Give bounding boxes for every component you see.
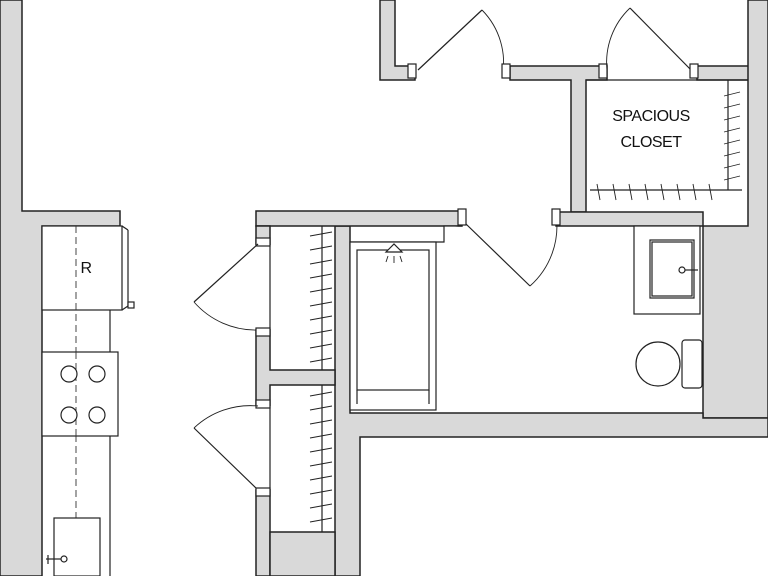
lower-linen-closet-door[interactable] xyxy=(193,399,271,497)
closet-label-line2: CLOSET xyxy=(620,134,682,151)
upper-linen-closet-door[interactable] xyxy=(193,237,271,337)
closet-label-line1: SPACIOUS xyxy=(612,108,690,125)
upper-right-wall xyxy=(696,0,768,419)
refrigerator-label: R xyxy=(80,260,91,277)
closet-hanger-marks-bottom xyxy=(596,183,713,201)
burner-icon xyxy=(60,365,78,383)
burner-icon xyxy=(88,406,106,424)
bedroom-right-door[interactable] xyxy=(598,7,699,79)
lower-closet-hanger-marks xyxy=(309,391,333,523)
bathroom-door[interactable] xyxy=(457,208,561,287)
upper-linen-closet xyxy=(269,226,333,370)
lower-closet-left-wall xyxy=(255,489,271,576)
burner-icon xyxy=(60,406,78,424)
spacious-closet: SPACIOUS CLOSET xyxy=(590,80,742,201)
lower-closet-bottom-wall xyxy=(269,531,336,576)
lower-linen-closet xyxy=(269,385,333,532)
shower-head-icon xyxy=(384,243,404,263)
refrigerator: R xyxy=(41,225,135,311)
faucet-icon xyxy=(678,266,698,274)
bath-right-upper-wall xyxy=(555,211,704,227)
stove xyxy=(41,351,119,437)
bedroom-left-door[interactable] xyxy=(407,9,511,79)
bathroom-sink xyxy=(633,225,701,315)
upper-closet-hanger-marks xyxy=(309,231,333,363)
burner-icon xyxy=(88,365,106,383)
bath-top-wall xyxy=(255,210,463,227)
bathtub xyxy=(349,225,462,411)
toilet xyxy=(635,339,703,389)
kitchen-sink xyxy=(46,517,101,576)
kitchen-faucet-icon xyxy=(46,555,68,564)
closet-hanger-marks-right xyxy=(723,91,741,181)
